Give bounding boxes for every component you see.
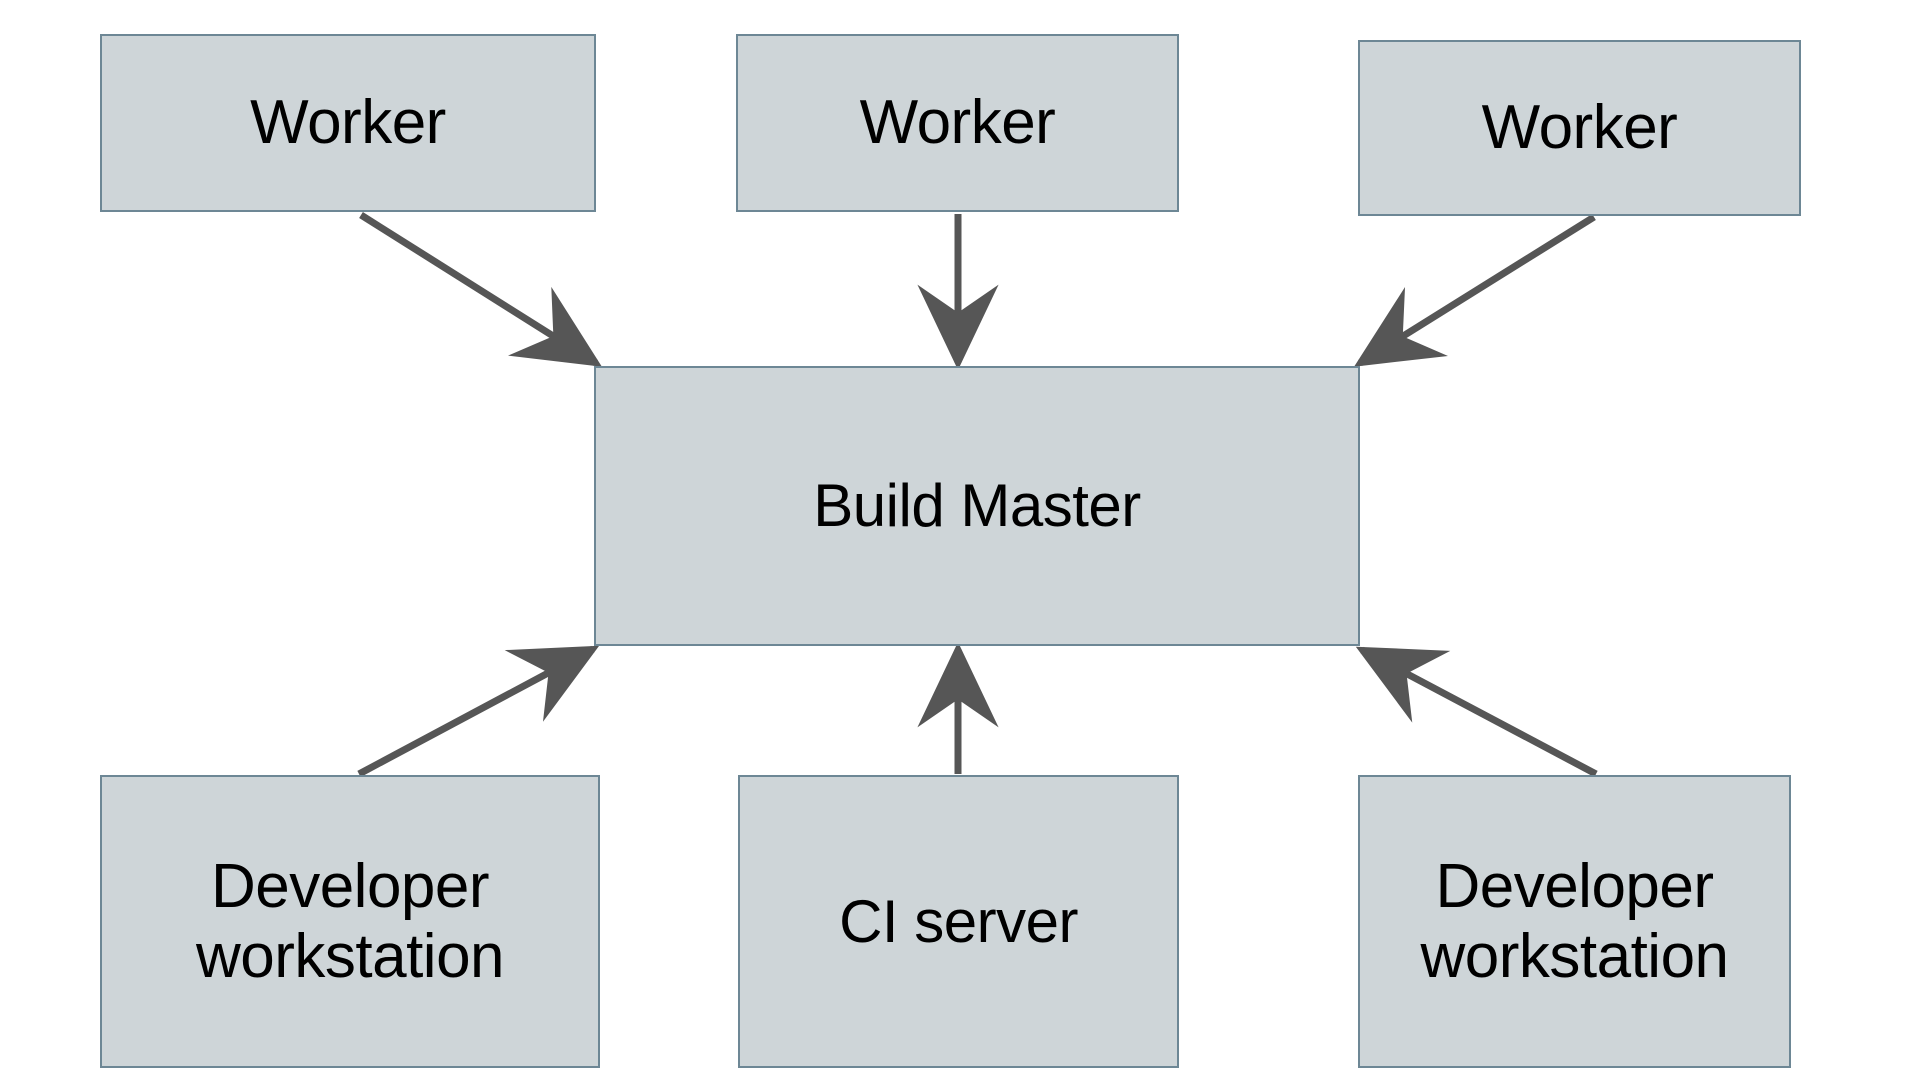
edge-devright-to-master: [1355, 646, 1598, 778]
node-worker-1-label: Worker: [250, 88, 446, 158]
node-ci-server-label: CI server: [839, 887, 1078, 955]
edge-devleft-to-master: [357, 645, 600, 778]
node-worker-1[interactable]: Worker: [100, 34, 596, 212]
node-developer-workstation-right[interactable]: Developer workstation: [1358, 775, 1791, 1068]
node-build-master-label: Build Master: [813, 472, 1141, 540]
node-worker-3-label: Worker: [1481, 93, 1678, 163]
edge-worker3-to-master: [1354, 214, 1596, 367]
node-developer-workstation-right-label: Developer workstation: [1420, 852, 1729, 991]
node-build-master[interactable]: Build Master: [594, 366, 1360, 646]
node-worker-3[interactable]: Worker: [1358, 40, 1801, 216]
node-developer-workstation-left-label: Developer workstation: [195, 852, 505, 991]
edge-worker1-to-master: [359, 212, 602, 367]
node-worker-2[interactable]: Worker: [736, 34, 1179, 212]
node-worker-2-label: Worker: [859, 88, 1056, 158]
node-ci-server[interactable]: CI server: [738, 775, 1179, 1068]
node-developer-workstation-left[interactable]: Developer workstation: [100, 775, 600, 1068]
